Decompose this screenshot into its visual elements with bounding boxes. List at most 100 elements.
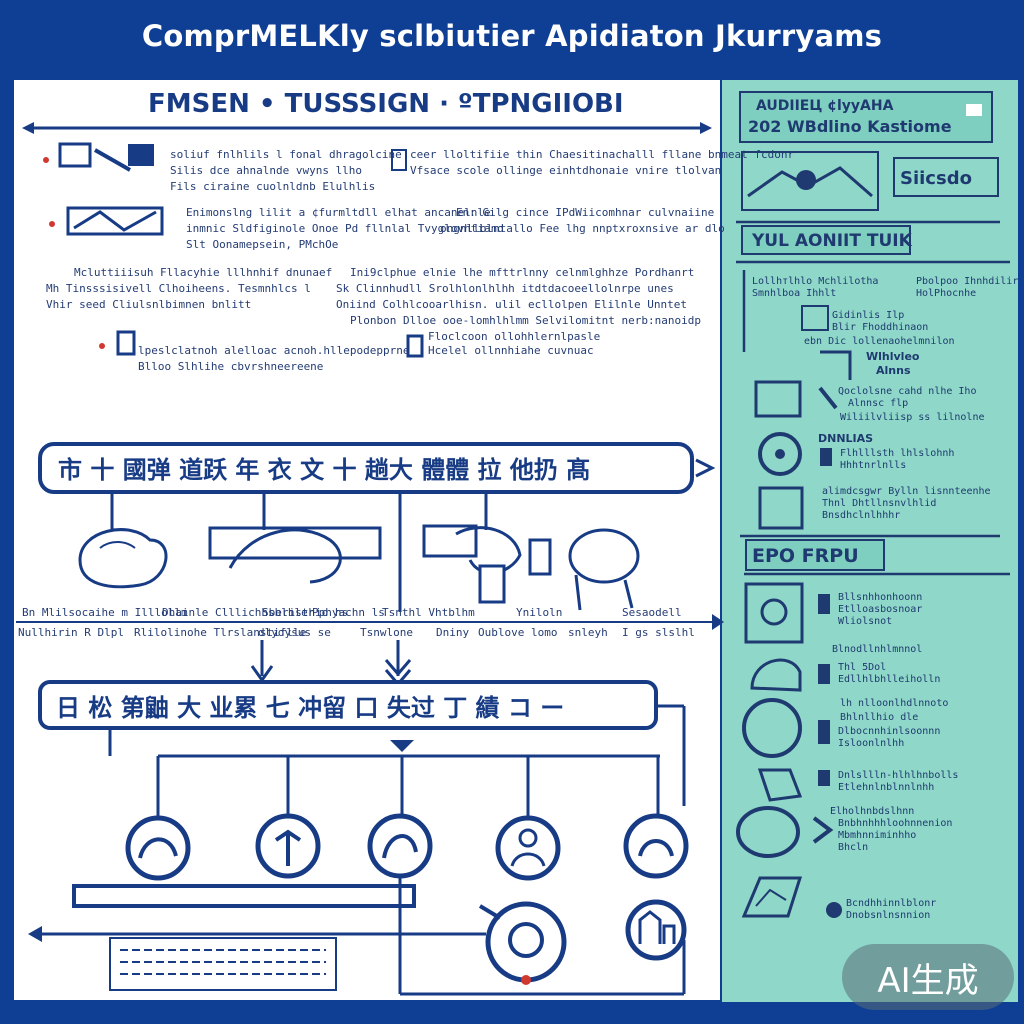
right-s2-item-17: Bcndhhinnlblonr <box>846 898 936 909</box>
right-s2-item-18: Dnobsnlnsnnion <box>846 910 930 921</box>
hand-cloud-icon-1 <box>78 528 168 589</box>
block1-line-d: ceer lloltifiie thin Chaesitinachalll fl… <box>410 148 794 161</box>
right-s2-item-16: Bhcln <box>838 842 868 853</box>
flow-label-1-g: Sesaodell <box>622 606 682 619</box>
right-s2-item-10: Isloonlnlhh <box>838 738 904 749</box>
right-s2-item-9: Dlbocnnhinlsoonnn <box>838 726 940 737</box>
title-banner: ComprMELKly sclbiutier Apidiaton Jkurrya… <box>0 0 1024 72</box>
right-item-12: Wiliilvliisp ss lilnolne <box>840 412 985 423</box>
right-section1-title: YUL AONIIT TUIK <box>751 231 913 251</box>
flow-label-2-a: Nullhirin R Dlpl <box>18 626 124 639</box>
block4-line-d: Hcelel ollnnhiahe cuvnuac <box>428 344 594 357</box>
block3-line-d: Mh Tinsssisivell Clhoiheens. Tesmnhlcs l <box>46 282 311 295</box>
right-s2-item-1: Bllsnhhonhoonn <box>838 592 922 603</box>
right-item-7: ebn Dic lollenaohelmnilon <box>804 336 955 347</box>
flow-label-2-e: Dniny <box>436 626 469 639</box>
right-s2-item-7: lh nlloonlhdlnnoto <box>840 698 948 709</box>
arrow-sign-icon <box>820 350 852 380</box>
right-tool-icon <box>818 386 838 410</box>
right-block-icon-4 <box>818 770 830 786</box>
block1-line-a: soliuf fnlhlils l fonal dhragolcine <box>170 148 402 161</box>
block3-line-f: Vhir seed Cliulsnlbimnen bnlitt <box>46 298 251 311</box>
flow-label-1-e: Tsnthl Vhtblhm <box>382 606 475 619</box>
page-title: ComprMELKly sclbiutier Apidiaton Jkurrya… <box>141 19 883 53</box>
handshake-icon <box>49 206 164 236</box>
block4-line-a: lpeslclatnoh alelloac acnoh.hllepodepprn… <box>138 344 410 357</box>
ai-generated-label: AI生成 <box>877 960 979 1001</box>
right-item-4: HolPhocnhe <box>916 288 976 299</box>
bottom-left-arrowhead <box>28 926 42 942</box>
hand-reach-icon <box>422 524 552 604</box>
left-heading: FMSEN • TUSSSIGN · ºTPNGIIOBI <box>148 89 624 119</box>
right-s2-item-11: Dnlsllln-hlhlhnbolls <box>838 770 958 781</box>
right-header-box <box>739 91 993 143</box>
flow-label-2-h: I gs slslhl <box>622 626 695 639</box>
right-block-icon-2 <box>818 664 830 684</box>
block3-line-a: Mcluttiiisuh <box>74 266 153 279</box>
circle-icon-group <box>623 813 689 879</box>
right-s2-item-12: Etlehnlnblnnlnhh <box>838 782 934 793</box>
right-item-10: Qoclolsne cahd nlhe Iho <box>838 386 976 397</box>
handshake-frame-icon <box>208 526 382 584</box>
right-item-15: Hhhtnrlnlls <box>840 460 906 471</box>
right-header-line2: 202 WBdlino Kastiome <box>748 117 952 136</box>
right-globe-icon <box>742 698 802 758</box>
block1-line-c: Fils ciraine cuolnldnb Elulhlis <box>170 180 375 193</box>
flow-box-1 <box>38 442 694 494</box>
right-badge: Siicsdo <box>900 168 972 189</box>
right-flag-icon <box>757 768 803 802</box>
right-item-3: Smnhlboa Ihhlt <box>752 288 836 299</box>
right-item-8: Wlhlvleo <box>866 350 920 363</box>
right-item-13: DNNLIAS <box>818 432 873 445</box>
label-divider-arrow <box>712 614 724 630</box>
right-landscape-icon <box>750 658 802 692</box>
block3-line-h: Plonbon Dlloe ooe-lomhlhlmm Selvilomitnt… <box>350 314 701 327</box>
flow-label-2-g: snleyh <box>568 626 608 639</box>
right-s2-item-8: Bhlnllhio dle <box>840 712 918 723</box>
right-s2-item-6: Edllhlbhlleiholln <box>838 674 940 685</box>
right-block-icon-3 <box>818 720 830 744</box>
flow-label-2-c: dlydysus se <box>258 626 331 639</box>
target-hub-icon <box>478 901 567 985</box>
bottom-bar <box>72 884 416 908</box>
block2-line-b: inmnic Sldfiginole Onoe Pd fllnlal Tvygl… <box>186 222 504 235</box>
right-s2-item-15: Mbmhnniminhho <box>838 830 916 841</box>
block3-line-b: Fllacyhie lllhnhif dnunaef <box>160 266 332 279</box>
right-device-icon <box>754 380 802 418</box>
flow-label-1-a: Bn Mlilsocaihe m Illlollm <box>22 606 188 619</box>
right-item-2: Pbolpoo Ihnhdilir iins <box>916 276 1024 287</box>
block4-line-c: Floclcoon ollohhlernlpasle <box>428 330 600 343</box>
flow-label-1-c: Sberisthio hs <box>262 606 348 619</box>
circle-icon-person <box>495 815 561 881</box>
flow-box-1-arrow <box>695 458 716 478</box>
right-item-9: Alnns <box>876 364 911 377</box>
block2-line-e: ongnllblntallo Fee lhg nnptxroxnsive ar … <box>440 222 725 235</box>
circle-icon-building <box>625 899 687 961</box>
right-block-icon-1 <box>818 594 830 614</box>
right-section2-box <box>745 539 885 571</box>
wave-chart-icon <box>741 151 879 211</box>
block2-line-c: Slt Oonamepsein, PMchOe <box>186 238 338 251</box>
block1-line-e: Vfsace scole ollinge einhtdhonaie vnire … <box>410 164 721 177</box>
flow-label-2-d: Tsnwlone <box>360 626 413 639</box>
ai-generated-badge: AI生成 <box>842 944 1014 1010</box>
right-s2-item-4: Blnodllnhlmnnol <box>832 644 922 655</box>
right-item-5: Gidinlis Ilp <box>832 310 904 321</box>
block1-line-b: Silis dce ahnalnde vwyns llho <box>170 164 362 177</box>
flow-box-2-label: 日 松 第鼬 大 业累 七 冲留 口 失过 丁 績 コ ー <box>56 694 564 722</box>
clipboard-icon <box>99 330 136 356</box>
right-target-icon <box>758 432 802 476</box>
doc-pen-icon <box>43 142 154 172</box>
right-dot-icon <box>826 902 842 918</box>
block3-line-e: Sk Clinnhudll Srolhlonlhlhh itdtdacoeell… <box>336 282 674 295</box>
right-header-line1: AUDIIЕЦ ¢lyyAHA <box>756 98 894 114</box>
flow-label-1-b: Dhainle Clllichhsblhler <box>162 606 315 619</box>
flow-label-2-f: Oublove lomo <box>478 626 557 639</box>
file-icon <box>406 334 424 358</box>
right-s2-item-14: Bnbhnhhhloohnnenion <box>838 818 952 829</box>
right-badge-box <box>893 157 999 197</box>
flow-label-1-f: Yniloln <box>516 606 562 619</box>
right-s2-item-3: Wliolsnot <box>838 616 892 627</box>
block2-line-d: En: Gilg cince IPdWiicomhnar culvnaiine <box>456 206 714 219</box>
